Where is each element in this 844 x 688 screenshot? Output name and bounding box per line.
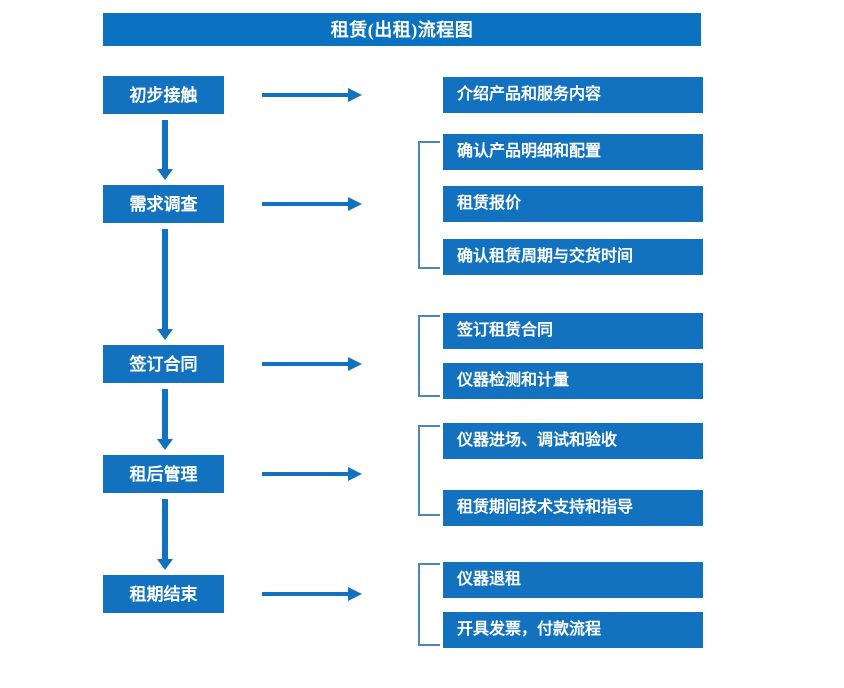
flow-arrow-right-4: [262, 467, 362, 481]
task-box-7[interactable]: 仪器进场、调试和验收: [443, 423, 703, 459]
stage-box-1[interactable]: 初步接触: [103, 76, 224, 114]
task-box-3[interactable]: 租赁报价: [443, 186, 703, 222]
bracket-group-5: [418, 563, 440, 646]
task-box-9[interactable]: 仪器退租: [443, 562, 703, 598]
stage-label: 需求调查: [129, 194, 198, 214]
task-box-1[interactable]: 介绍产品和服务内容: [443, 77, 703, 113]
page-title: 租赁(出租)流程图: [330, 19, 474, 40]
task-label: 确认产品明细和配置: [457, 143, 602, 160]
task-label: 确认租赁周期与交货时间: [457, 248, 634, 265]
flow-arrow-down-4: [157, 499, 173, 570]
stage-label: 租期结束: [129, 584, 198, 604]
task-label: 仪器进场、调试和验收: [457, 432, 618, 449]
task-box-2[interactable]: 确认产品明细和配置: [443, 134, 703, 170]
task-label: 仪器检测和计量: [457, 372, 570, 389]
stage-box-3[interactable]: 签订合同: [103, 345, 224, 383]
flow-arrow-down-1: [157, 120, 173, 180]
stage-box-4[interactable]: 租后管理: [103, 455, 224, 493]
stage-box-2[interactable]: 需求调查: [103, 185, 224, 223]
stage-label: 租后管理: [129, 464, 198, 484]
task-box-6[interactable]: 仪器检测和计量: [443, 363, 703, 399]
task-label: 租赁报价: [457, 195, 522, 212]
stage-label: 初步接触: [129, 85, 198, 105]
bracket-group-3: [418, 315, 440, 397]
bracket-group-2: [418, 141, 440, 269]
flow-arrow-right-5: [262, 587, 362, 601]
flow-arrow-down-2: [157, 229, 173, 340]
task-label: 签订租赁合同: [457, 322, 554, 339]
chart-title-banner: 租赁(出租)流程图: [103, 13, 701, 46]
task-label: 开具发票，付款流程: [457, 621, 602, 638]
task-label: 仪器退租: [457, 571, 522, 588]
task-box-8[interactable]: 租赁期间技术支持和指导: [443, 490, 703, 526]
flow-arrow-right-2: [262, 197, 362, 211]
flow-arrow-right-1: [262, 88, 362, 102]
flow-arrow-down-3: [157, 389, 173, 450]
stage-box-5[interactable]: 租期结束: [103, 575, 224, 613]
bracket-group-4: [418, 425, 440, 516]
task-box-10[interactable]: 开具发票，付款流程: [443, 612, 703, 648]
stage-label: 签订合同: [129, 354, 198, 374]
flow-arrow-right-3: [262, 357, 362, 371]
task-box-4[interactable]: 确认租赁周期与交货时间: [443, 239, 703, 275]
task-box-5[interactable]: 签订租赁合同: [443, 313, 703, 349]
task-label: 介绍产品和服务内容: [457, 86, 602, 103]
task-label: 租赁期间技术支持和指导: [457, 499, 634, 516]
